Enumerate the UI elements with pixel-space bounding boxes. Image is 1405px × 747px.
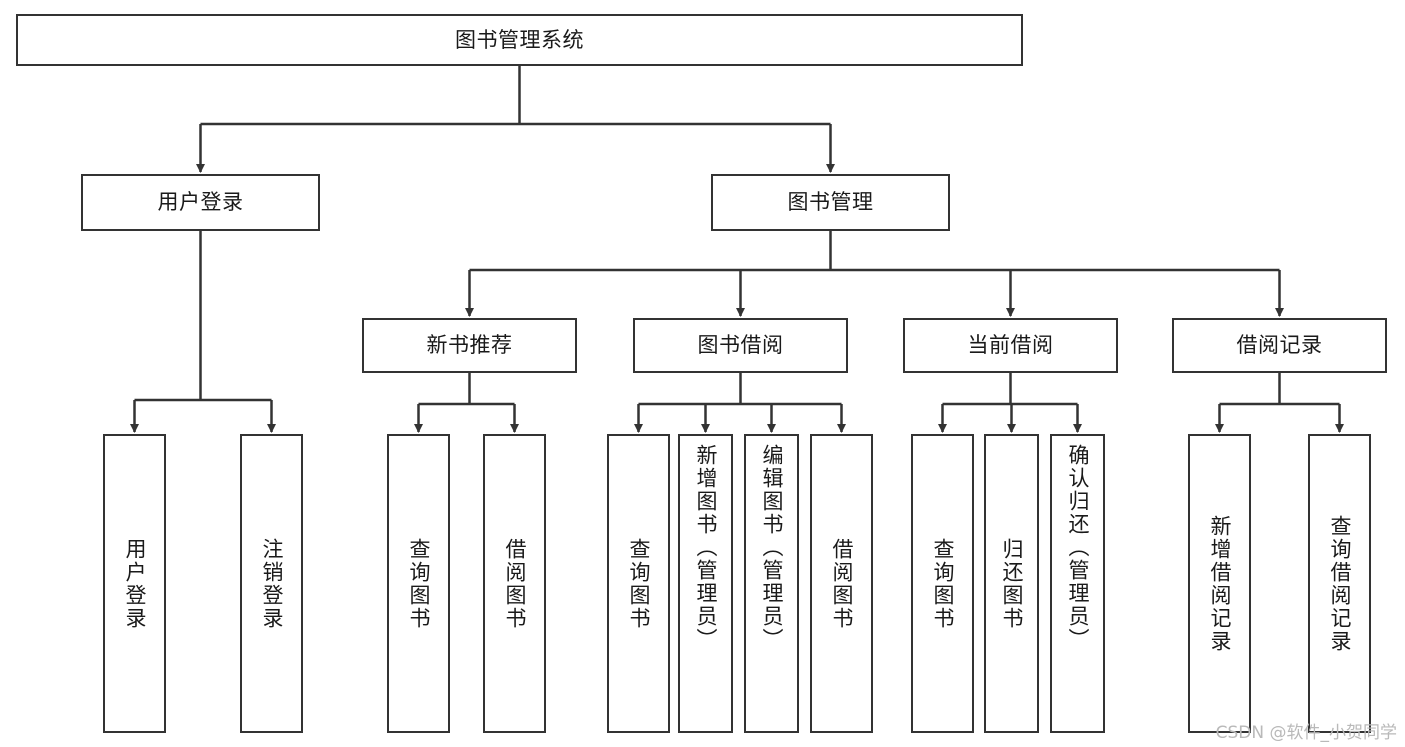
node-leaf-cur-query[interactable]: 查询图书 xyxy=(911,434,974,733)
node-label-leaf-new-borrow: 借阅图书 xyxy=(503,537,527,630)
watermark-label: CSDN @软件_小贺同学 xyxy=(1215,723,1397,743)
node-label-borrow: 图书借阅 xyxy=(697,333,784,358)
node-leaf-br-borrow[interactable]: 借阅图书 xyxy=(810,434,873,733)
node-leaf-login-out[interactable]: 注销登录 xyxy=(240,434,303,733)
node-label-login: 用户登录 xyxy=(157,190,244,215)
node-borrow[interactable]: 图书借阅 xyxy=(633,318,848,373)
node-label-leaf-br-borrow: 借阅图书 xyxy=(830,537,854,630)
node-label-leaf-login-in: 用户登录 xyxy=(123,537,147,630)
node-label-leaf-login-out: 注销登录 xyxy=(260,537,284,630)
node-leaf-new-query[interactable]: 查询图书 xyxy=(387,434,450,733)
node-leaf-new-borrow[interactable]: 借阅图书 xyxy=(483,434,546,733)
node-current[interactable]: 当前借阅 xyxy=(903,318,1118,373)
node-leaf-rec-add[interactable]: 新增借阅记录 xyxy=(1188,434,1251,733)
edge-paths xyxy=(130,66,1344,433)
node-leaf-login-in[interactable]: 用户登录 xyxy=(103,434,166,733)
node-label-leaf-rec-add: 新增借阅记录 xyxy=(1208,514,1232,653)
node-label-leaf-rec-query: 查询借阅记录 xyxy=(1328,514,1352,653)
node-bookmgmt[interactable]: 图书管理 xyxy=(711,174,950,231)
node-newbook[interactable]: 新书推荐 xyxy=(362,318,577,373)
node-leaf-br-query[interactable]: 查询图书 xyxy=(607,434,670,733)
node-label-root: 图书管理系统 xyxy=(455,27,584,52)
node-label-leaf-br-edit: 编辑图书（管理员） xyxy=(760,444,784,651)
node-label-leaf-br-add: 新增图书（管理员） xyxy=(694,444,718,651)
node-label-leaf-br-query: 查询图书 xyxy=(627,537,651,630)
node-leaf-cur-return[interactable]: 归还图书 xyxy=(984,434,1039,733)
node-login[interactable]: 用户登录 xyxy=(81,174,320,231)
node-label-leaf-new-query: 查询图书 xyxy=(407,537,431,630)
node-root[interactable]: 图书管理系统 xyxy=(16,14,1023,66)
node-leaf-br-edit[interactable]: 编辑图书（管理员） xyxy=(744,434,799,733)
node-label-leaf-cur-confirm: 确认归还（管理员） xyxy=(1066,444,1090,651)
node-leaf-cur-confirm[interactable]: 确认归还（管理员） xyxy=(1050,434,1105,733)
node-leaf-rec-query[interactable]: 查询借阅记录 xyxy=(1308,434,1371,733)
node-records[interactable]: 借阅记录 xyxy=(1172,318,1387,373)
node-label-leaf-cur-query: 查询图书 xyxy=(931,537,955,630)
node-label-current: 当前借阅 xyxy=(967,333,1054,358)
node-label-newbook: 新书推荐 xyxy=(426,333,513,358)
node-label-records: 借阅记录 xyxy=(1236,333,1323,358)
node-leaf-br-add[interactable]: 新增图书（管理员） xyxy=(678,434,733,733)
node-label-bookmgmt: 图书管理 xyxy=(787,190,874,215)
node-label-leaf-cur-return: 归还图书 xyxy=(1000,537,1024,630)
